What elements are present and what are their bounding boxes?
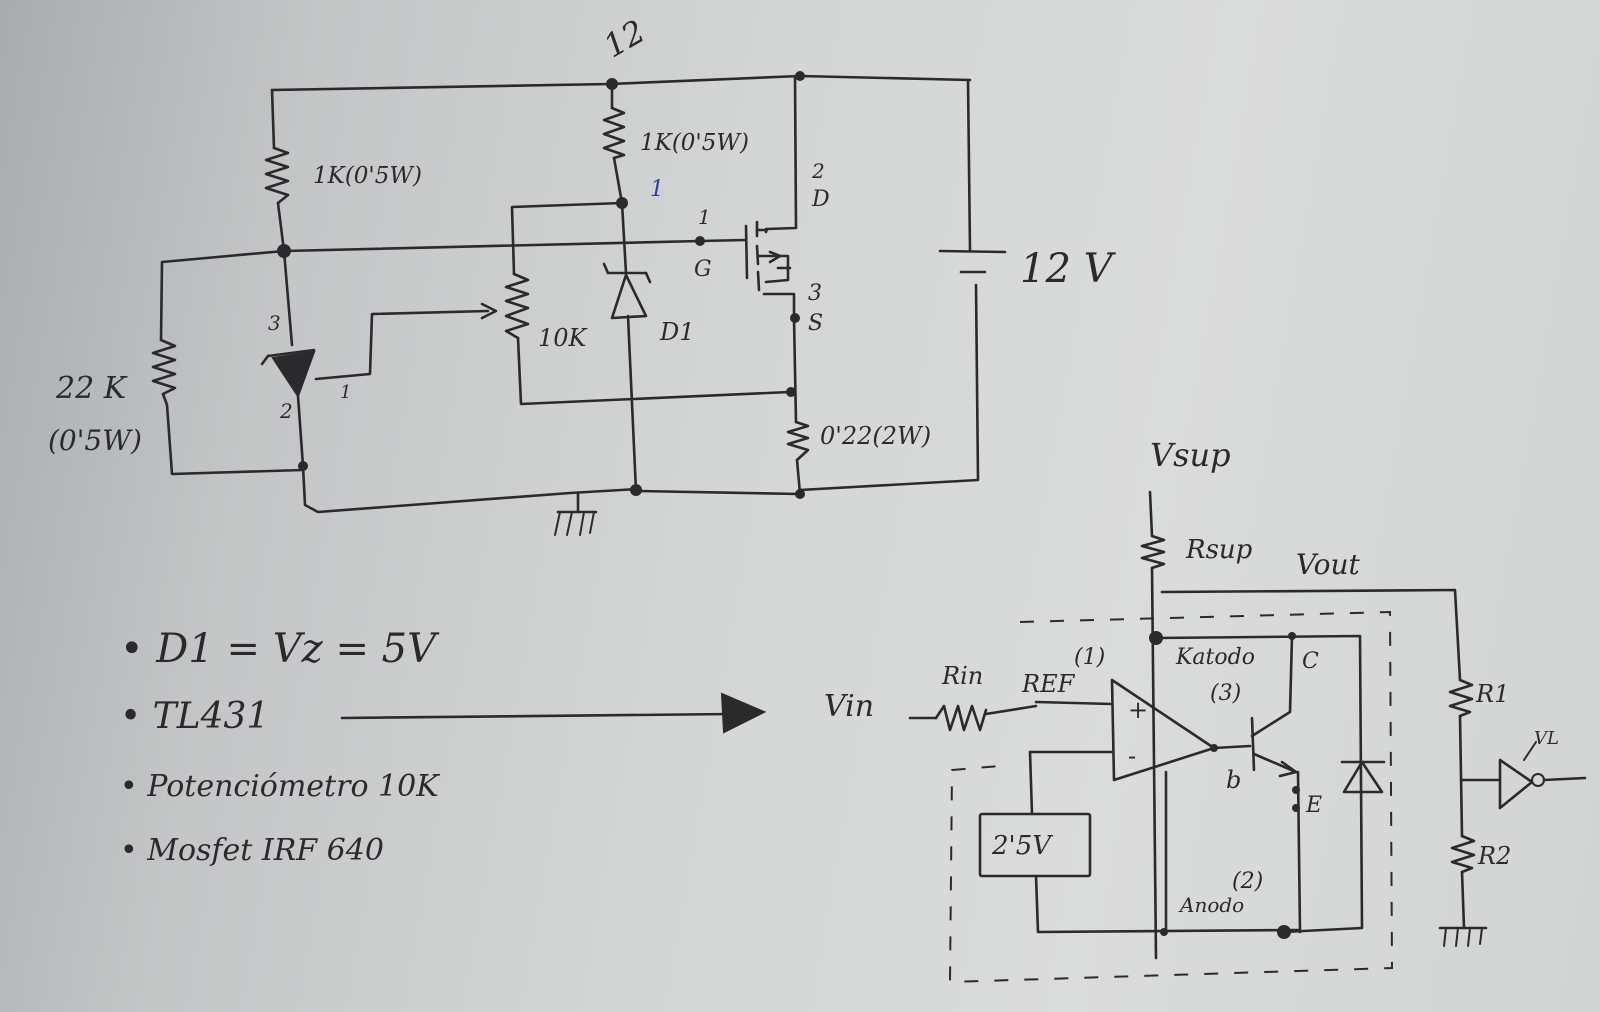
resistor-0-22 <box>786 420 810 462</box>
vsup-label: Vsup <box>1150 436 1231 474</box>
rin-label: Rin <box>941 662 983 690</box>
rsup-label: Rsup <box>1185 535 1253 565</box>
junction-dots <box>277 71 805 499</box>
r-pot-power-label: (0'5W) <box>48 424 142 457</box>
battery-symbol <box>938 249 1007 274</box>
note-pot: • Potenciómetro 10K <box>120 769 440 804</box>
ref-label: REF <box>1021 670 1076 698</box>
mosfet-irf640 <box>744 220 792 292</box>
tl431-internal-diagram <box>908 490 1587 984</box>
r-sense-label: 0'22(2W) <box>820 422 931 450</box>
note-zener: • D1 = Vz = 5V <box>120 626 440 672</box>
tl-pin-3: 3 <box>268 311 281 335</box>
anodo-num-label: (2) <box>1232 869 1263 894</box>
katodo-label: Katodo <box>1175 645 1255 670</box>
r-top-left-label: 1K(0'5W) <box>313 163 422 189</box>
notes-arrow-line <box>340 712 734 720</box>
vl-label: VL <box>1534 728 1559 749</box>
collector-label: C <box>1302 649 1319 674</box>
r-pot-label: 22 K <box>55 371 128 406</box>
emitter-label: E <box>1305 793 1322 818</box>
tl-pin-2: 2 <box>279 399 293 423</box>
vout-label: Vout <box>1296 548 1361 581</box>
vref-label: 2'5V <box>991 831 1053 861</box>
resistor-1k-left <box>264 146 290 205</box>
r-10k-label: 10K <box>538 324 589 352</box>
r1-label: R1 <box>1475 680 1509 708</box>
note-mosfet: • Mosfet IRF 640 <box>120 833 384 868</box>
pin-gate-label: G <box>694 257 712 282</box>
base-label: b <box>1226 766 1241 794</box>
notes-list: • D1 = Vz = 5V • TL431 • Potenciómetro 1… <box>120 626 767 868</box>
tl431-dashed-box <box>948 610 1394 984</box>
pin-drain-num: 2 <box>811 159 825 183</box>
r2-label: R2 <box>1477 842 1511 870</box>
anodo-label: Anodo <box>1178 893 1244 917</box>
tl431-labels: Vsup Rsup Vout Vin Rin REF (1) Katodo (3… <box>824 436 1559 917</box>
ref-num-label: (1) <box>1074 645 1105 670</box>
zener-label: D1 <box>659 318 695 346</box>
pin-source-label: S <box>808 311 823 336</box>
pin-source-num: 3 <box>808 281 822 306</box>
opamp-minus-label: - <box>1128 742 1136 770</box>
r-top-mid-label: 1K(0'5W) <box>640 130 749 156</box>
vin-label: Vin <box>824 689 874 724</box>
note-tl431: • TL431 <box>120 696 269 737</box>
zener-d1 <box>602 262 652 320</box>
node-1-label: 1 <box>650 177 664 202</box>
node-top-label: 12 <box>597 12 651 65</box>
opamp-plus-label: + <box>1128 696 1148 724</box>
tl431-symbol-top <box>260 348 316 399</box>
battery-label: 12 V <box>1020 246 1117 292</box>
pin-drain-label: D <box>811 187 830 212</box>
resistor-22k <box>151 338 177 396</box>
katodo-num-label: (3) <box>1210 681 1241 706</box>
notes-arrow-head <box>720 692 767 734</box>
resistor-10k <box>504 272 530 340</box>
top-circuit-wires <box>159 74 980 536</box>
tl-pin-1: 1 <box>340 382 351 403</box>
resistor-1k-mid <box>602 106 626 160</box>
pin-gate-num: 1 <box>698 205 711 229</box>
